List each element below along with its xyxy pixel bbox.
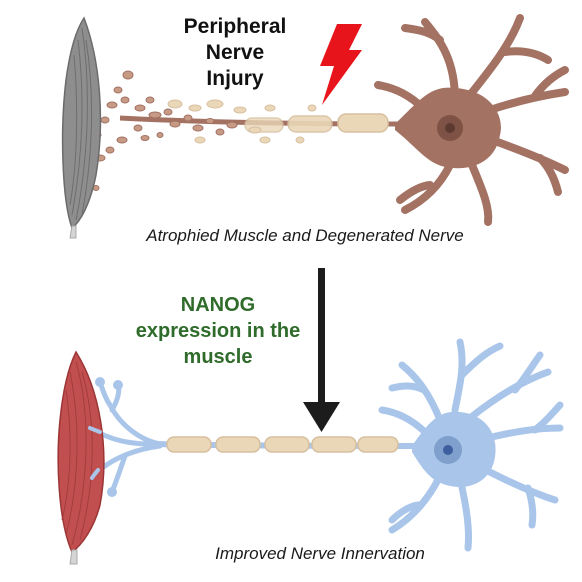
healthy-neuron — [154, 338, 564, 552]
treatment-label-line-1: NANOG — [180, 294, 256, 316]
atrophied-muscle — [61, 16, 102, 239]
down-arrow — [303, 268, 340, 432]
injury-label: Peripheral Nerve Injury — [170, 14, 300, 92]
injury-label-line-1: Peripheral — [183, 15, 287, 38]
degenerated-neuron — [119, 14, 569, 226]
treatment-label: NANOG expression in the muscle — [118, 292, 318, 370]
injury-lightning-icon — [320, 24, 362, 105]
healthy-muscle — [57, 350, 105, 565]
injury-label-line-2: Nerve — [205, 41, 265, 64]
branches-over-muscle — [88, 380, 112, 480]
degenerated-myelin-debris — [167, 99, 317, 144]
injury-label-line-3: Injury — [206, 67, 264, 90]
bottom-caption: Improved Nerve Innervation — [215, 544, 425, 563]
treatment-label-line-3: muscle — [183, 346, 253, 368]
top-caption: Atrophied Muscle and Degenerated Nerve — [146, 226, 464, 245]
treatment-label-line-2: expression in the — [135, 320, 301, 342]
